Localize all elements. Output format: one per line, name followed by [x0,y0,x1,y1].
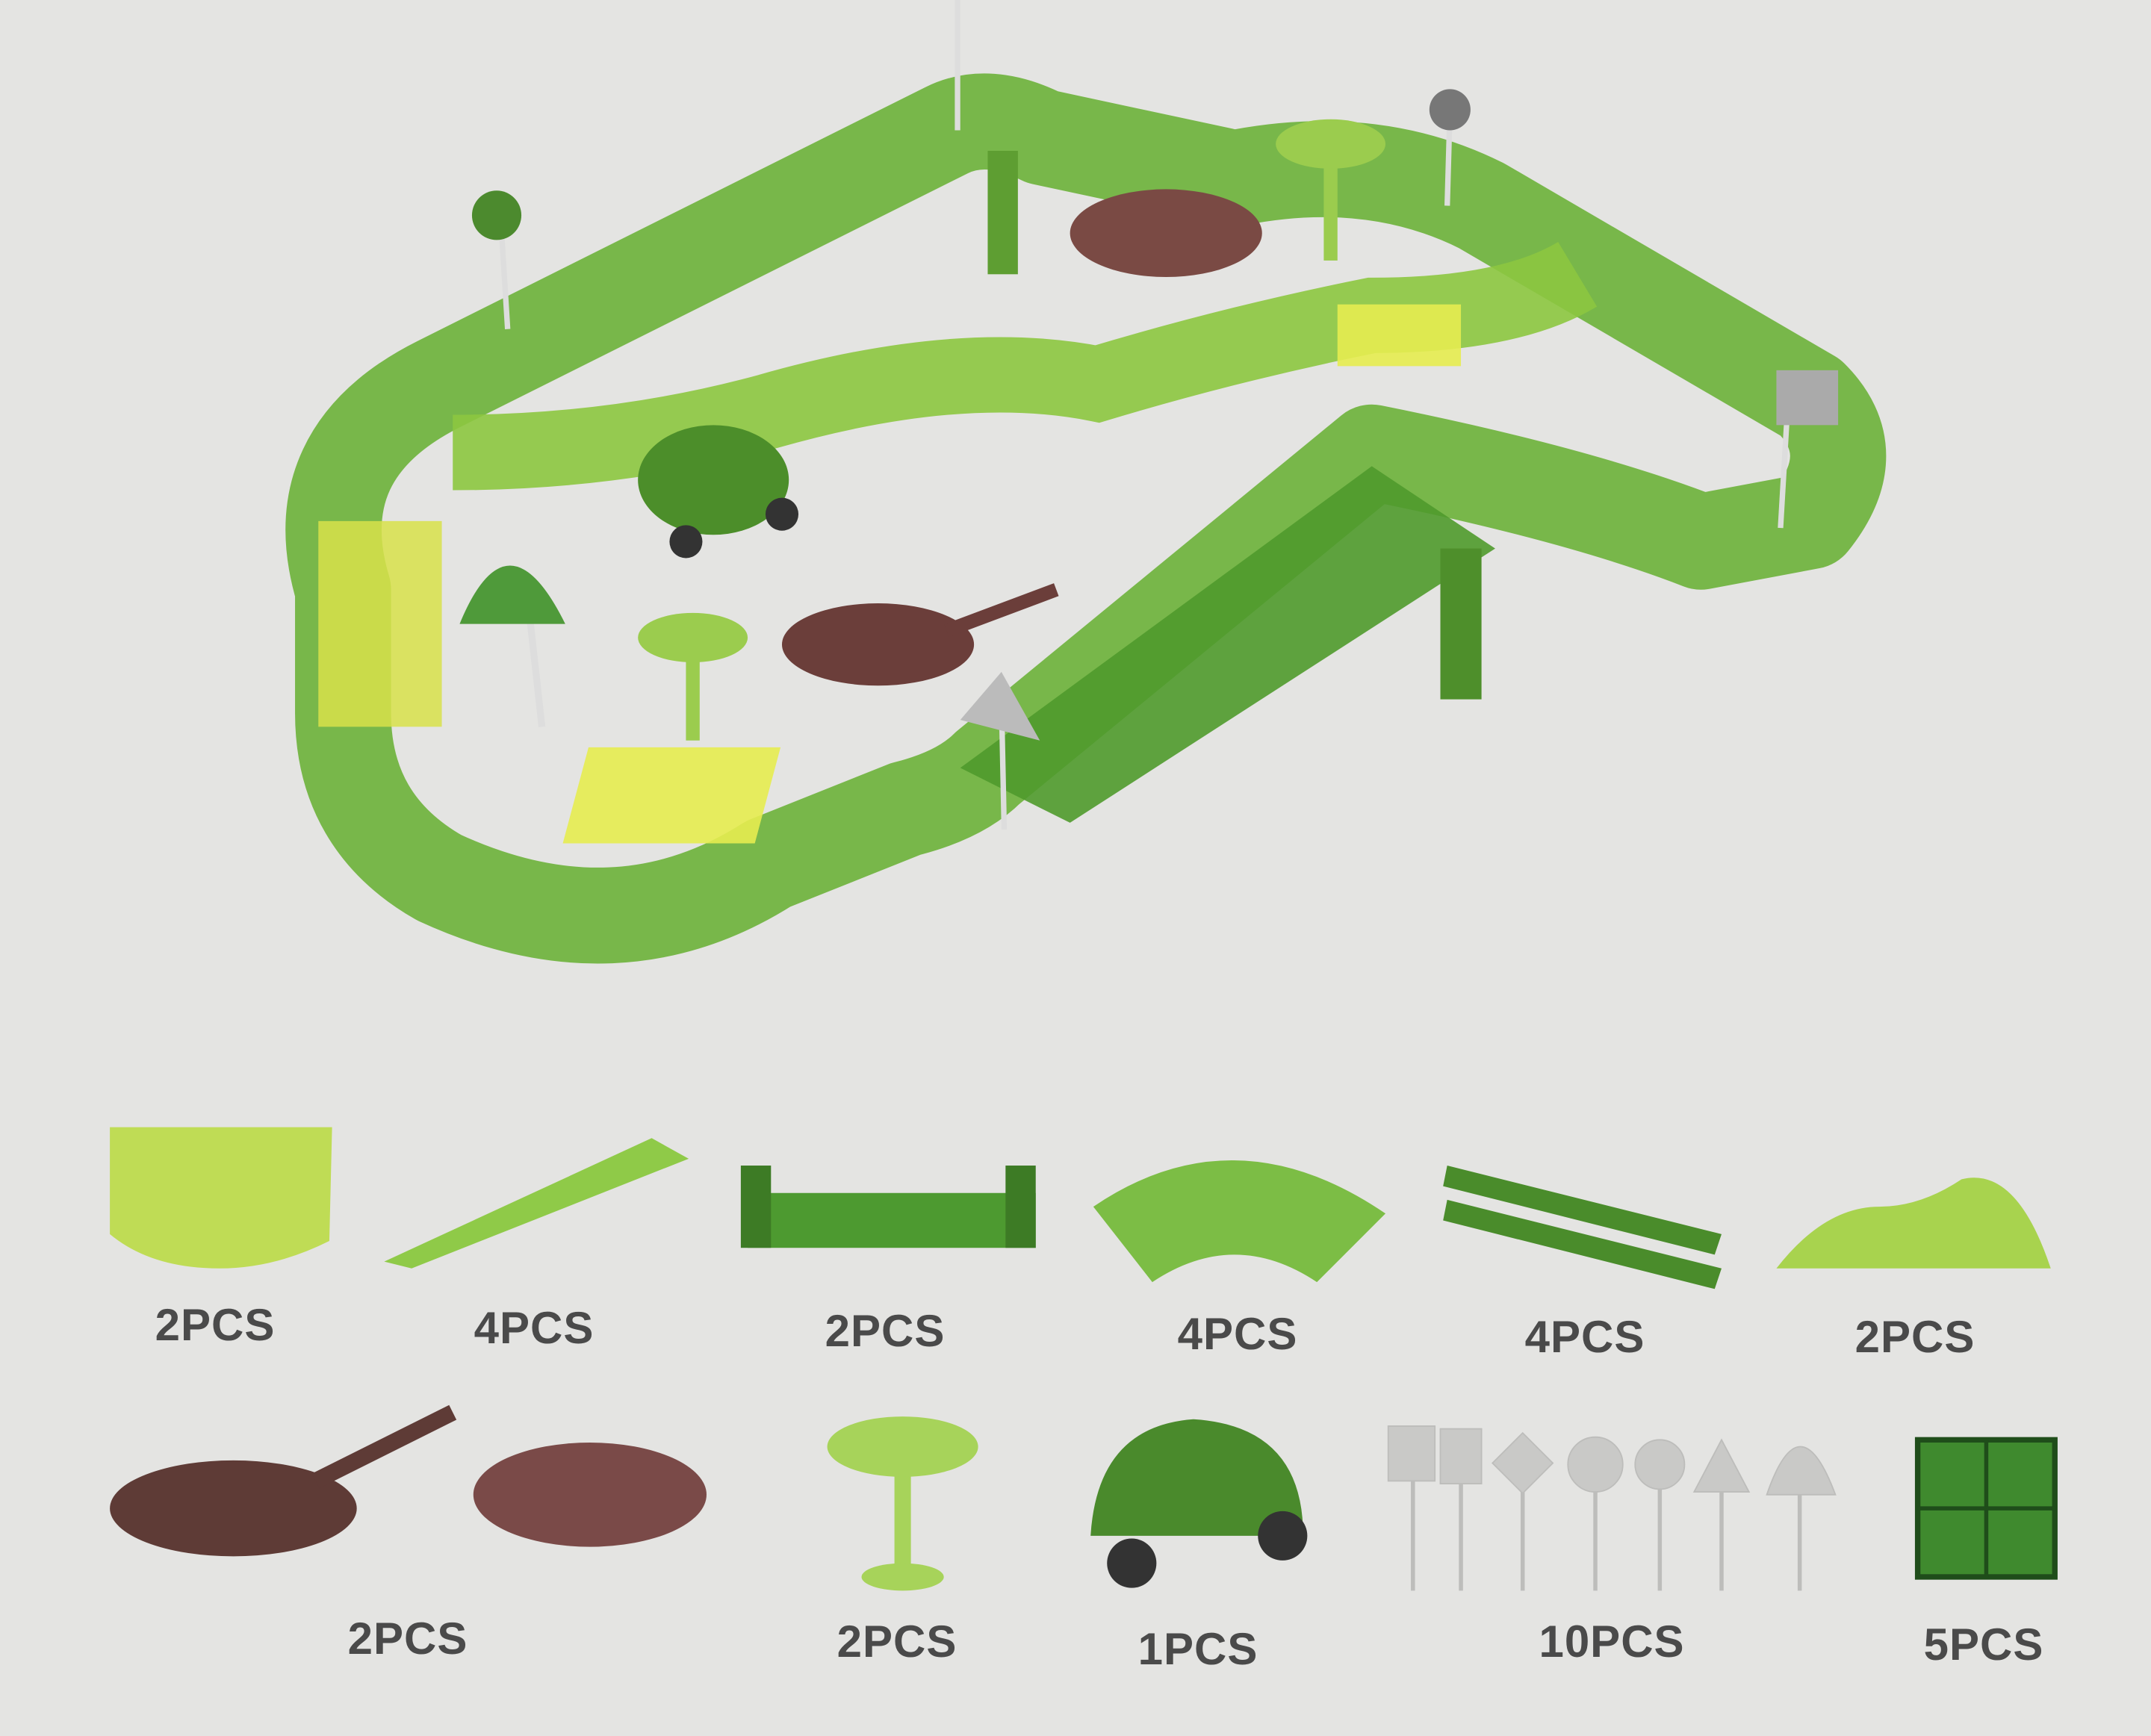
part-curved-track [1093,1160,1386,1283]
triceratops-scene [1070,189,1262,277]
part-road-signs [1387,1425,1837,1591]
part-straight-ramp-track [384,1138,689,1269]
assembled-track [285,73,1887,964]
qty-palm-trees: 2PCS [836,1617,957,1667]
qty-road-signs: 10PCS [1539,1617,1685,1667]
palm-tree-scene [638,119,1386,741]
qty-bridge-track: 2PCS [825,1306,946,1356]
qty-wave-track: 2PCS [1854,1312,1975,1362]
part-bridge-track [740,1166,1036,1248]
qty-connector-tiles: 5PCS [1923,1620,2044,1670]
trex-scene [781,583,1059,686]
part-connector-tile [1914,1437,2058,1580]
signs-scene [459,0,1839,830]
qty-straight-ramp-track: 4PCS [474,1303,595,1353]
qty-support-pillars: 4PCS [1524,1312,1645,1362]
qty-dinosaur-car: 1PCS [1137,1624,1258,1674]
part-yellow-intersection-track [110,1127,332,1269]
car-on-track [638,425,799,559]
qty-curved-track: 4PCS [1177,1309,1298,1359]
part-palm-tree [827,1416,978,1591]
part-support-pillars [1443,1166,1722,1289]
part-wave-track [1776,1177,2051,1269]
part-triceratops-figure [473,1442,707,1547]
part-trex-figure [110,1404,457,1557]
qty-dinosaur-figures: 2PCS [347,1614,468,1664]
part-dinosaur-car [1090,1419,1308,1588]
qty-yellow-intersection-track: 2PCS [155,1300,276,1350]
